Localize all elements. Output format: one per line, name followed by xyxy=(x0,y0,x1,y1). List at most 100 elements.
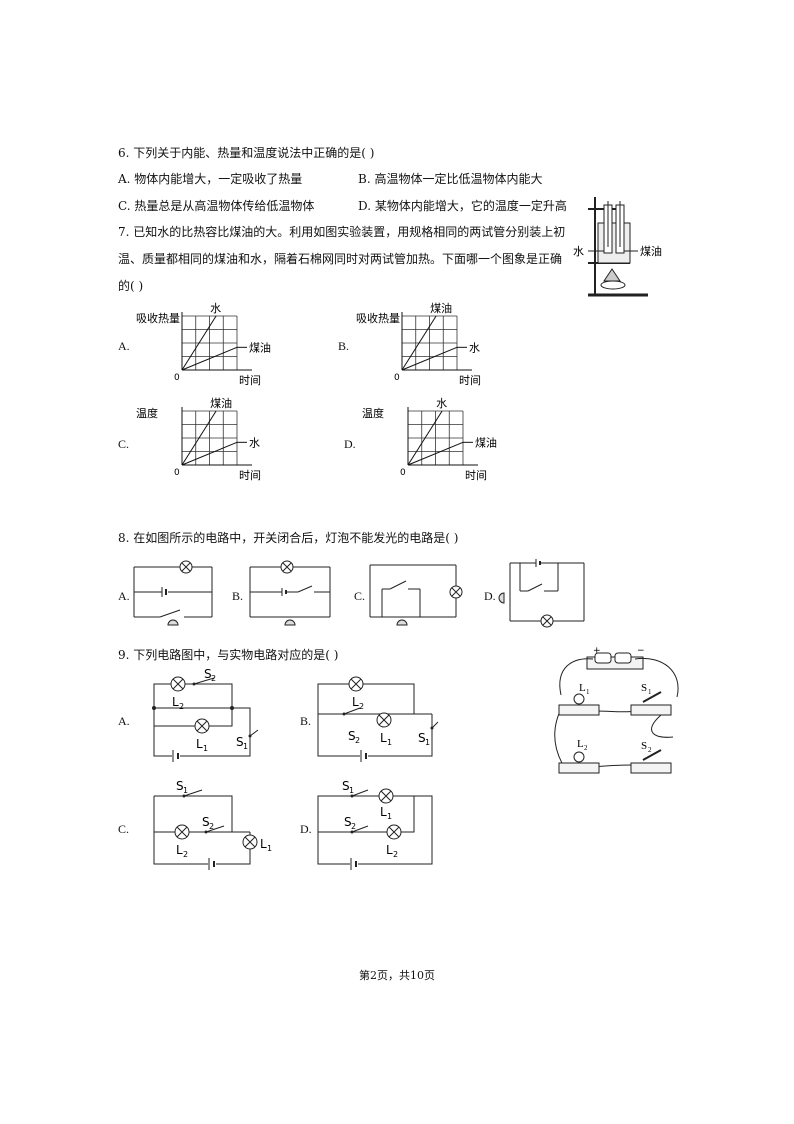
q9-option-a-letter[interactable]: A. xyxy=(118,714,130,728)
q8-option-d-letter[interactable]: D. xyxy=(484,589,496,603)
q7-option-a-letter[interactable]: A. xyxy=(118,339,130,353)
q6-option-d[interactable]: D. 某物体内能增大，它的温度一定升高 xyxy=(358,199,567,213)
component-label-sub: 2 xyxy=(359,702,364,711)
component-label-sub: 1 xyxy=(203,744,208,753)
battery-plus-sign: + xyxy=(593,646,601,656)
switch-icon xyxy=(430,721,439,730)
heating-apparatus-figure: 水 煤油 xyxy=(573,197,662,297)
component-label: S xyxy=(204,667,212,681)
label-s1: S xyxy=(641,682,647,694)
component-label-sub: 1 xyxy=(267,844,272,853)
q6-option-c[interactable]: C. 热量总是从高温物体传给低温物体 xyxy=(118,199,315,213)
y-axis-label: 吸收热量 xyxy=(136,311,180,325)
steep-line-label: 煤油 xyxy=(210,396,232,410)
apparatus-kerosene-label: 煤油 xyxy=(640,244,662,258)
q8-option-a-letter[interactable]: A. xyxy=(118,589,130,603)
shallow-line xyxy=(401,346,458,371)
x-axis-label: 时间 xyxy=(239,374,261,387)
q8-circuit-a[interactable] xyxy=(132,555,217,635)
q8-stem: 8. 在如图所示的电路中，开关闭合后，灯泡不能发光的电路是( ) xyxy=(118,531,459,545)
q8-circuit-b[interactable] xyxy=(248,555,333,635)
shallow-line-label: 水 xyxy=(469,341,480,354)
component-label-sub: 2 xyxy=(209,822,214,831)
y-axis-label: 吸收热量 xyxy=(356,311,400,325)
q8-option-b-letter[interactable]: B. xyxy=(232,589,244,603)
battery-icon xyxy=(350,858,358,870)
switch-icon xyxy=(350,789,369,798)
q9-option-c-letter[interactable]: C. xyxy=(118,822,130,836)
shallow-line-label: 水 xyxy=(249,436,260,449)
x-axis-label: 时间 xyxy=(239,469,261,482)
q9-physical-circuit-figure: + − L 1 S 1 L 2 S 2 xyxy=(554,646,679,774)
component-label: L xyxy=(172,695,179,709)
q9-option-d-letter[interactable]: D. xyxy=(300,822,312,836)
graph-grid xyxy=(181,315,238,371)
component-label: S xyxy=(342,779,350,793)
wire xyxy=(153,795,251,865)
bulb-icon xyxy=(376,712,392,728)
component-label-sub: 2 xyxy=(351,822,356,831)
q8-option-c-letter[interactable]: C. xyxy=(354,589,366,603)
component-label: L xyxy=(196,737,203,751)
switch-icon xyxy=(182,789,203,798)
q7-option-b-letter[interactable]: B. xyxy=(338,339,350,353)
shallow-line xyxy=(181,441,238,466)
q7-option-c-letter[interactable]: C. xyxy=(118,437,130,451)
steep-line xyxy=(401,315,437,371)
wire xyxy=(154,708,233,727)
shallow-line-label: 煤油 xyxy=(475,435,497,449)
switch-icon xyxy=(248,729,259,738)
component-label-sub: 1 xyxy=(387,812,392,821)
steep-line-label: 水 xyxy=(210,302,221,315)
label-l1-sub: 1 xyxy=(586,688,590,696)
q7-option-d-letter[interactable]: D. xyxy=(344,437,356,451)
origin-label: 0 xyxy=(400,468,406,478)
origin-label: 0 xyxy=(174,468,180,478)
q7-stem-line2: 温、质量都相同的煤油和水，隔着石棉网同时对两试管加热。下面哪一个图象是正确 xyxy=(118,252,563,266)
q9-option-b-letter[interactable]: B. xyxy=(300,714,312,728)
bulb-icon xyxy=(174,824,190,840)
component-label: S xyxy=(344,815,352,829)
bulb-icon xyxy=(242,834,258,850)
label-l1: L xyxy=(579,682,586,694)
bulb-icon xyxy=(170,676,186,692)
origin-label: 0 xyxy=(174,373,180,383)
component-label-sub: 2 xyxy=(355,736,360,745)
apparatus-water-label: 水 xyxy=(573,245,584,258)
component-label-sub: 2 xyxy=(179,702,184,711)
q6-option-a[interactable]: A. 物体内能增大，一定吸收了热量 xyxy=(118,172,303,186)
x-axis-label: 时间 xyxy=(465,469,487,482)
switch-icon xyxy=(350,825,369,834)
battery-icon xyxy=(172,750,180,762)
component-label-sub: 2 xyxy=(211,674,216,683)
battery-minus-sign: − xyxy=(637,646,645,656)
q6-stem: 6. 下列关于内能、热量和温度说法中正确的是( ) xyxy=(118,146,375,160)
component-label: L xyxy=(386,843,393,857)
bulb-icon xyxy=(378,788,394,804)
q8-circuit-d[interactable] xyxy=(498,555,590,633)
label-l2: L xyxy=(577,738,584,750)
q8-circuit-c[interactable] xyxy=(368,555,463,635)
component-label-sub: 1 xyxy=(243,742,248,751)
bulb-icon xyxy=(348,676,364,692)
component-label-sub: 1 xyxy=(425,738,430,747)
wire xyxy=(317,683,433,757)
component-label: S xyxy=(418,731,426,745)
component-label-sub: 1 xyxy=(349,786,354,795)
battery-icon xyxy=(208,858,216,870)
component-label: S xyxy=(202,815,210,829)
switch-icon xyxy=(342,707,361,716)
component-label: S xyxy=(176,779,184,793)
label-s2: S xyxy=(641,740,647,752)
component-label-sub: 2 xyxy=(183,850,188,859)
q6-option-b[interactable]: B. 高温物体一定比低温物体内能大 xyxy=(358,172,543,186)
battery-icon xyxy=(360,750,368,762)
